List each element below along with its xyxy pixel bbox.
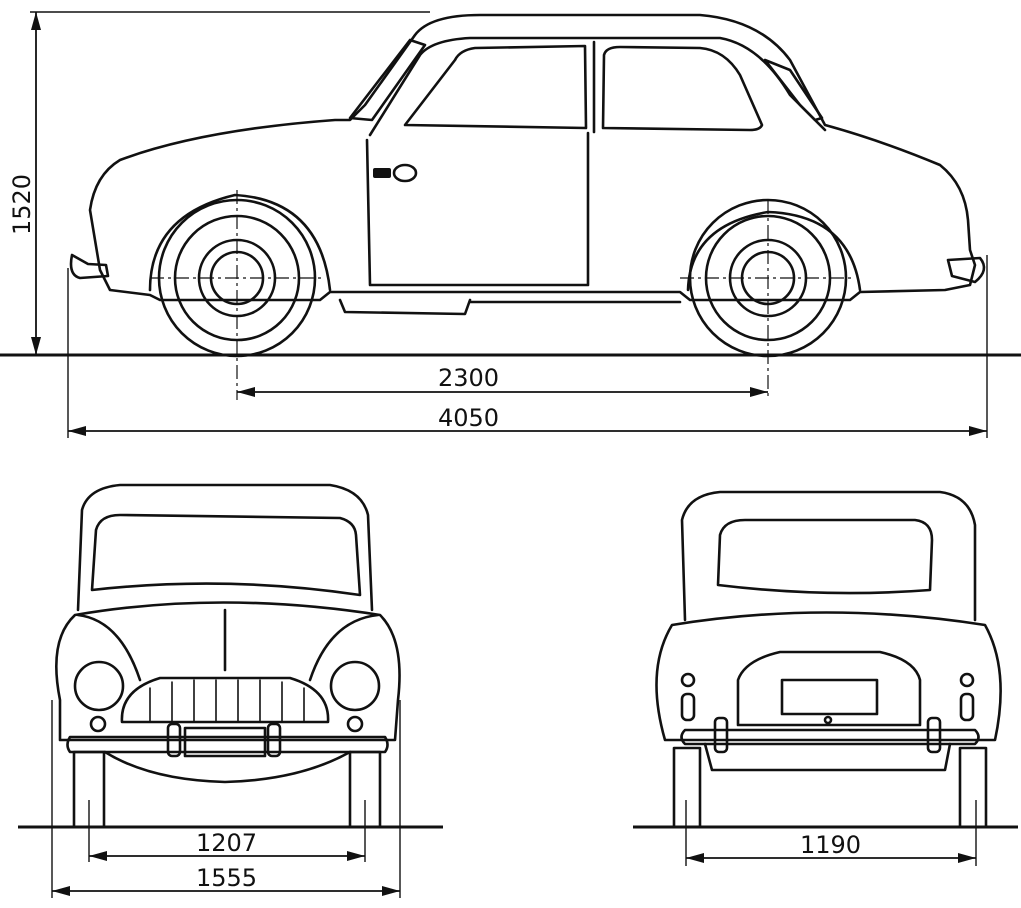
left-taillight-icon [680, 692, 696, 722]
height-arrow-bottom [31, 337, 41, 355]
rear-right-tire [958, 746, 988, 829]
right-reflector-icon [959, 672, 975, 688]
side-windshield-edge [348, 38, 427, 122]
wheelbase-arrow-left [237, 387, 255, 397]
door-handle-icon [373, 168, 391, 178]
height-arrow-top [31, 12, 41, 30]
rear-bumper [680, 728, 980, 746]
rear-track-dim-label: 1190 [800, 831, 861, 859]
front-underbody [103, 750, 352, 784]
rear-body-outline [655, 611, 1002, 742]
length-arrow-right [969, 426, 987, 436]
front-fender-right [308, 613, 380, 682]
right-foglight-icon [346, 715, 364, 733]
side-front-window [403, 44, 588, 130]
door-lock-icon [392, 163, 418, 183]
length-dim-label: 4050 [438, 404, 499, 432]
front-bumper-guard-left [166, 722, 182, 758]
left-reflector-icon [680, 672, 696, 688]
front-body-outline [55, 601, 401, 742]
rear-bumper-guard-right [926, 716, 942, 754]
rear-left-tire [672, 746, 702, 829]
front-cabin-outline [76, 483, 374, 612]
side-rear-window [601, 45, 764, 132]
left-headlight-icon [73, 660, 125, 712]
rear-bumper-side [946, 256, 986, 284]
rear-window [716, 518, 934, 595]
front-windshield [90, 513, 362, 597]
rear-view: 1190 [633, 490, 1018, 866]
length-arrow-left [68, 426, 86, 436]
trunk-lock-icon [823, 715, 833, 725]
right-taillight-icon [959, 692, 975, 722]
side-rear-quarter-window [763, 58, 824, 122]
front-grille [120, 676, 330, 724]
side-door [365, 131, 590, 287]
front-wheel-arch [148, 193, 332, 292]
side-body-outline [88, 13, 977, 302]
rear-bumper-guard-left [713, 716, 729, 754]
rear-track-arrow-left [686, 853, 704, 863]
front-track-arrow-left [89, 851, 107, 861]
width-dim-label: 1555 [196, 864, 257, 892]
rear-license-plate [780, 678, 879, 716]
front-bumper-guard-right [266, 722, 282, 758]
rear-track-arrow-right [958, 853, 976, 863]
side-roof-inner [368, 36, 827, 137]
rear-cabin-outline [680, 490, 977, 622]
side-view: 1520 2300 4050 [0, 11, 1021, 438]
rear-underbody [703, 742, 952, 772]
front-bumper [66, 735, 389, 754]
right-headlight-icon [329, 660, 381, 712]
front-bumper-side [69, 253, 110, 280]
left-foglight-icon [89, 715, 107, 733]
width-arrow-left [52, 886, 70, 896]
front-track-arrow-right [347, 851, 365, 861]
height-dim-label: 1520 [8, 174, 36, 235]
side-sill [338, 298, 682, 316]
front-license-plate [183, 726, 267, 758]
front-view: 1207 1555 [18, 483, 443, 898]
front-fender-left [76, 613, 142, 682]
rear-trunk-lid [736, 650, 922, 727]
front-track-dim-label: 1207 [196, 829, 257, 857]
wheelbase-dim-label: 2300 [438, 364, 499, 392]
front-grille-bars [149, 679, 305, 723]
width-arrow-right [382, 886, 400, 896]
wheelbase-arrow-right [750, 387, 768, 397]
